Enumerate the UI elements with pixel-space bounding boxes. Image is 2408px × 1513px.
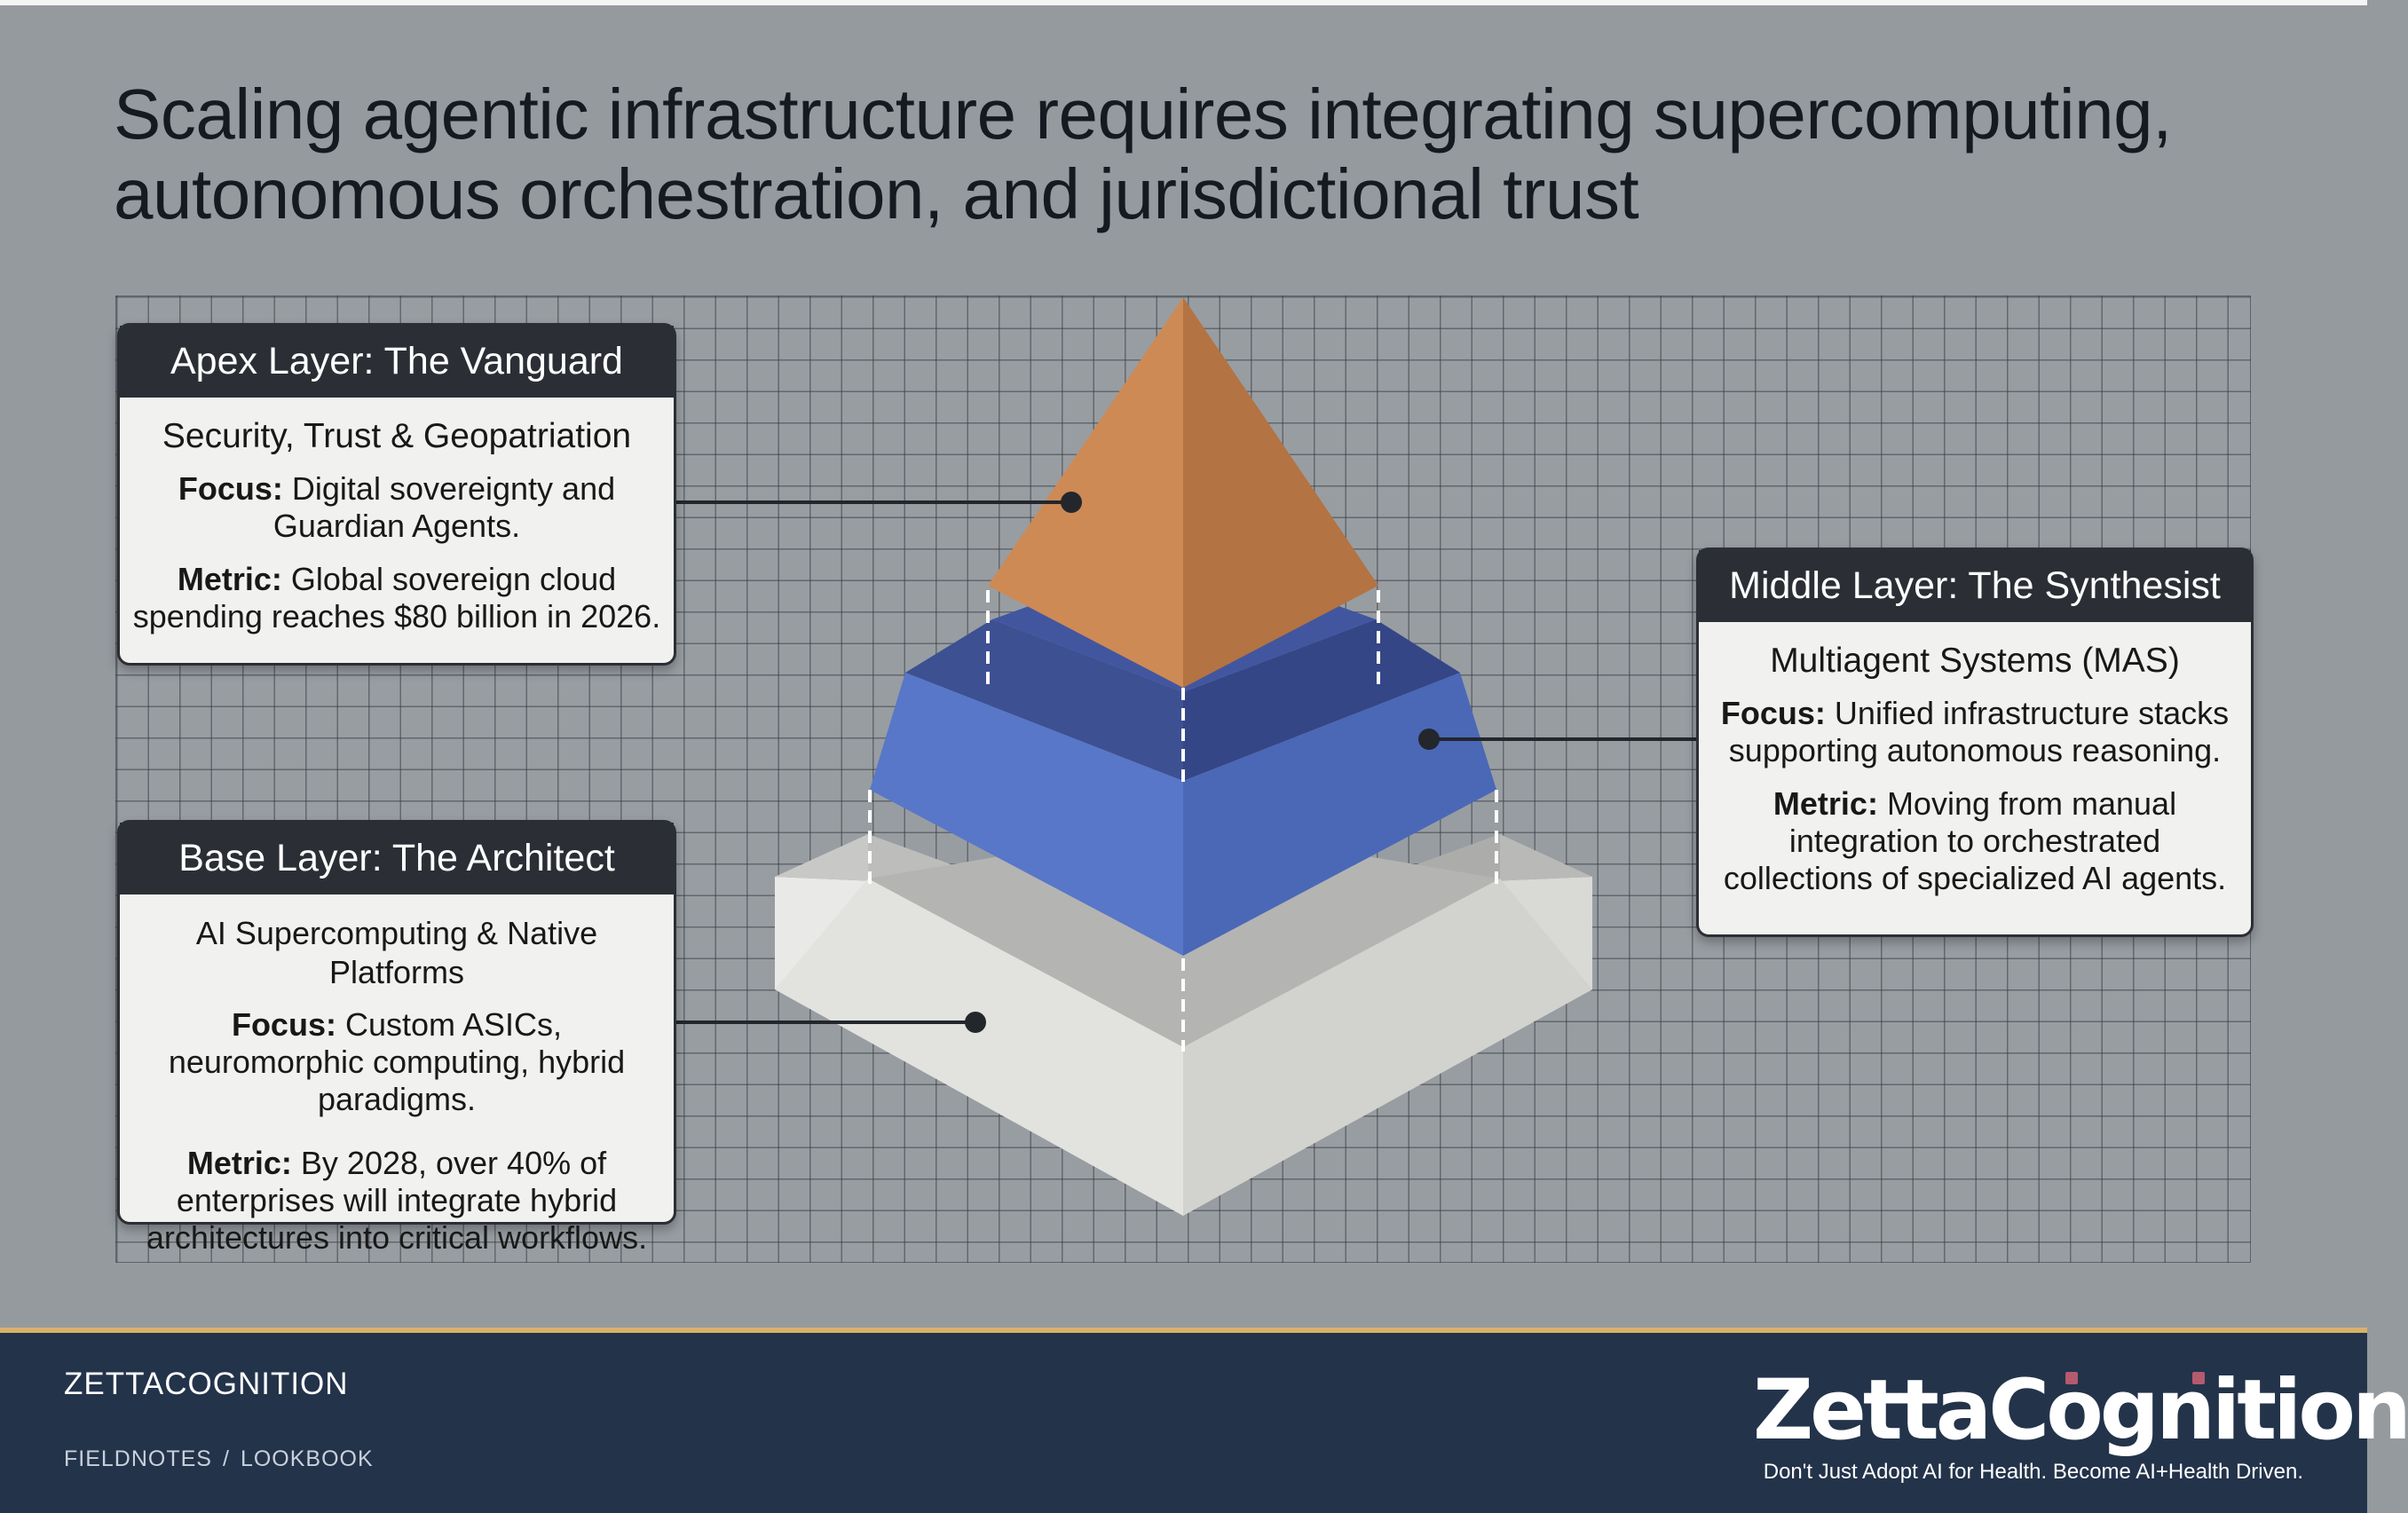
base-layer-body: AI Supercomputing & Native Platforms Foc… — [120, 894, 674, 1281]
apex-layer-focus: Focus: Digital sovereignty and Guardian … — [132, 470, 661, 545]
breadcrumb: FIELDNOTES / LOOKBOOK — [64, 1446, 374, 1472]
apex-metric-label: Metric: — [177, 561, 282, 597]
middle-metric-label: Metric: — [1772, 785, 1878, 822]
base-focus-label: Focus: — [231, 1006, 336, 1043]
footer: ZETTACOGNITION FIELDNOTES / LOOKBOOK Zetta… — [0, 1328, 2408, 1513]
logo-text: ZettaCognition — [1753, 1362, 2408, 1459]
base-layer-front-left — [775, 879, 1183, 1216]
base-layer-focus: Focus: Custom ASICs, neuromorphic comput… — [132, 1006, 661, 1118]
zettacognition-logo: ZettaCognition Don't Just Adopt AI for H… — [1753, 1367, 2408, 1485]
logo-wordmark: ZettaCognition — [1753, 1367, 2408, 1455]
base-layer-subtitle: AI Supercomputing & Native Platforms — [195, 915, 598, 990]
top-strip — [0, 0, 2367, 5]
logo-tagline: Don't Just Adopt AI for Health. Become A… — [1763, 1460, 2303, 1484]
guide-lines — [868, 590, 1498, 1052]
middle-layer-card: Middle Layer: The Synthesist Multiagent … — [1696, 548, 2254, 937]
logo-dot-2 — [2192, 1372, 2205, 1384]
connector-lines — [673, 492, 1698, 1033]
apex-layer-body: Security, Trust & Geopatriation Focus: D… — [120, 398, 674, 660]
apex-layer-metric: Metric: Global sovereign cloud spending … — [132, 561, 661, 635]
middle-focus-label: Focus: — [1720, 695, 1826, 731]
middle-layer-body: Multiagent Systems (MAS) Focus: Unified … — [1699, 622, 2251, 922]
apex-layer-card: Apex Layer: The Vanguard Security, Trust… — [117, 323, 676, 666]
base-layer-metric: Metric: By 2028, over 40% of enterprises… — [132, 1145, 661, 1257]
pyramid-diagram — [673, 297, 1698, 1216]
apex-metric-text: Global sovereign cloud spending reaches … — [132, 561, 661, 634]
breadcrumb-lookbook[interactable]: LOOKBOOK — [240, 1446, 374, 1471]
middle-layer-focus: Focus: Unified infrastructure stacks sup… — [1711, 695, 2238, 769]
logo-dot-1 — [2065, 1372, 2078, 1384]
base-metric-label: Metric: — [186, 1145, 292, 1181]
base-layer-card: Base Layer: The Architect AI Supercomput… — [117, 820, 676, 1256]
base-focus-text: Custom ASICs, neuromorphic computing, hy… — [168, 1006, 626, 1117]
apex-layer-subtitle: Security, Trust & Geopatriation — [162, 417, 632, 455]
base-metric-text: By 2028, over 40% of enterprises will in… — [146, 1145, 648, 1256]
apex-focus-label: Focus: — [178, 470, 283, 507]
slide-title: Scaling agentic infrastructure requires … — [114, 75, 2172, 233]
middle-focus-text: Unified infrastructure stacks supporting… — [1728, 695, 2230, 768]
middle-layer-metric: Metric: Moving from manual integration t… — [1711, 785, 2238, 897]
apex-focus-text: Digital sovereignty and Guardian Agents. — [272, 470, 616, 544]
footer-brand: ZETTACOGNITION — [64, 1367, 349, 1401]
base-layer-header: Base Layer: The Architect — [120, 823, 674, 894]
middle-layer-subtitle: Multiagent Systems (MAS) — [1770, 642, 2180, 680]
apex-layer-header: Apex Layer: The Vanguard — [120, 326, 674, 398]
breadcrumb-fieldnotes[interactable]: FIELDNOTES — [64, 1446, 212, 1471]
apex-layer-shape — [988, 297, 1378, 688]
middle-layer-header: Middle Layer: The Synthesist — [1699, 550, 2251, 622]
breadcrumb-separator: / — [222, 1446, 230, 1471]
middle-metric-text: Moving from manual integration to orches… — [1723, 785, 2227, 896]
base-layer-front-right — [1183, 879, 1592, 1216]
